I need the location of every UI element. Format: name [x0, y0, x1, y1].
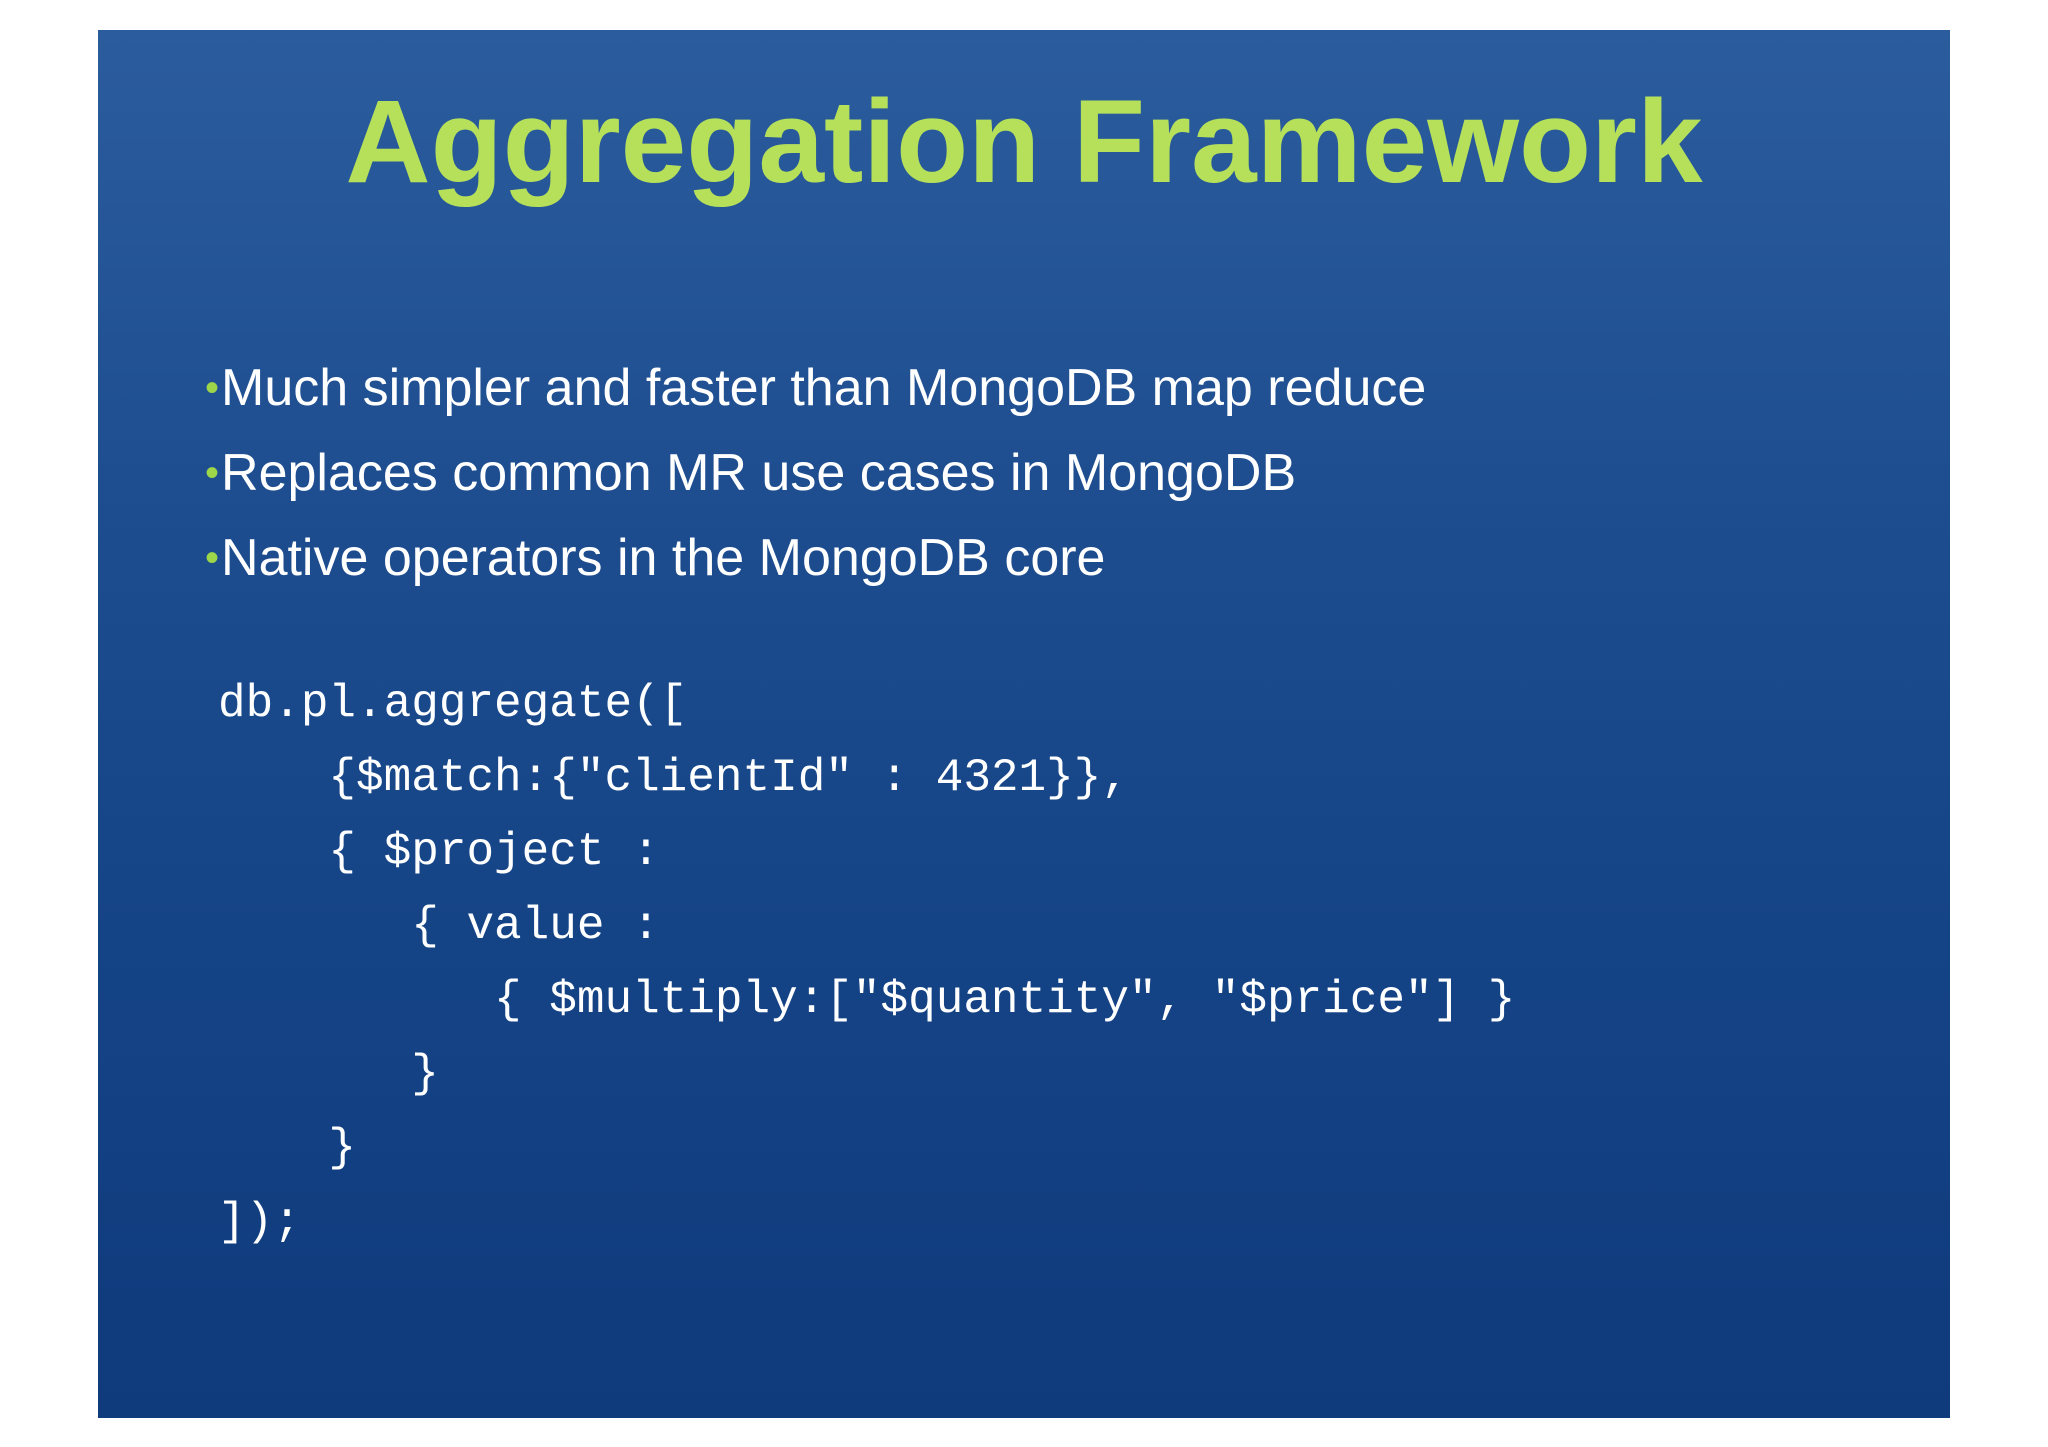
code-line: }: [218, 1048, 439, 1100]
bullet-icon: •: [205, 451, 220, 495]
code-line: db.pl.aggregate([: [218, 678, 688, 730]
bullet-text: Replaces common MR use cases in MongoDB: [221, 444, 1297, 502]
bullet-text: Native operators in the MongoDB core: [221, 529, 1106, 587]
slide: Aggregation Framework • Much simpler and…: [98, 30, 1950, 1418]
bullet-icon: •: [205, 536, 220, 580]
code-line: {$match:{"clientId" : 4321}},: [218, 752, 1129, 804]
code-line: ]);: [218, 1196, 301, 1248]
code-block: db.pl.aggregate([ {$match:{"clientId" : …: [218, 667, 1515, 1259]
code-line: { $multiply:["$quantity", "$price"] }: [218, 974, 1516, 1026]
bullet-item: • Much simpler and faster than MongoDB m…: [205, 348, 1426, 433]
bullet-item: • Replaces common MR use cases in MongoD…: [205, 433, 1426, 518]
bullet-text: Much simpler and faster than MongoDB map…: [221, 359, 1427, 417]
bullet-list: • Much simpler and faster than MongoDB m…: [205, 348, 1426, 603]
slide-title: Aggregation Framework: [345, 76, 1703, 208]
code-line: { $project :: [218, 826, 660, 878]
bullet-item: • Native operators in the MongoDB core: [205, 518, 1426, 603]
code-line: }: [218, 1122, 357, 1174]
bullet-icon: •: [205, 366, 220, 410]
code-line: { value :: [218, 900, 660, 952]
